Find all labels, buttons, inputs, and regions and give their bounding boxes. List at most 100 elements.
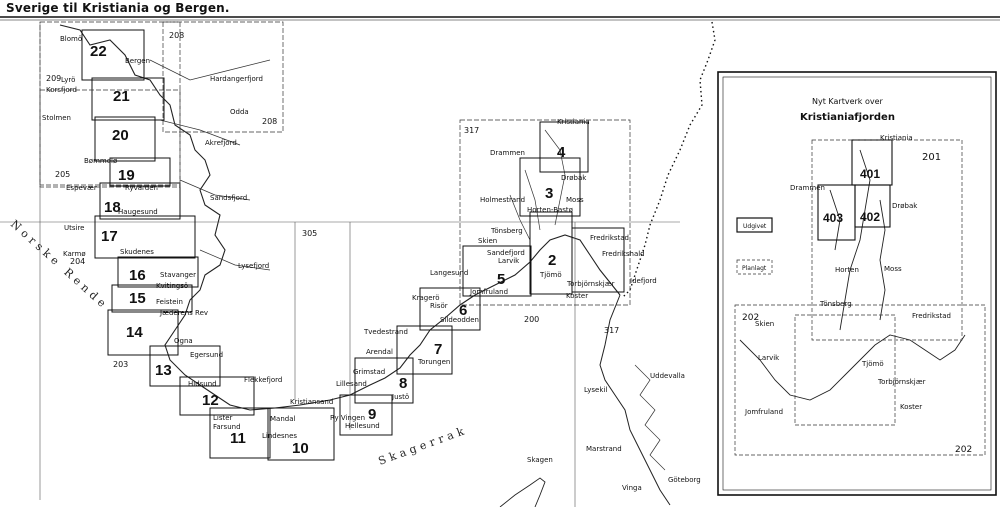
place-arendal: Arendal [366,348,393,356]
place-farsund: Farsund [213,423,241,431]
sheet-11: 11 [230,430,246,447]
map-title: Sverige til Kristiania og Bergen. [6,1,230,15]
sheet-outlines [81,29,625,461]
sheet-9: 9 [368,406,376,423]
inset-sheets [817,139,893,241]
place-kristiania: Kristiania [557,118,590,126]
inset-tonsberg: Tönsberg [819,300,852,308]
place-holmestrand: Holmestrand [480,196,525,204]
place-sandefjord: Sandefjord [487,249,525,257]
inset-larvik: Larvik [758,354,780,362]
sheet-10: 10 [292,440,309,457]
place-bergen: Bergen [125,57,150,65]
legend-planned: Planlagt [742,265,767,272]
inset-moss: Moss [884,265,902,273]
inset-kristiania: Kristiania [880,134,913,142]
sheet-8: 8 [399,375,407,392]
index-204: 204 [70,257,85,266]
inset-title: Nyt Kartverk over [812,97,884,106]
place-drammen: Drammen [490,149,525,157]
place-langesund: Langesund [430,269,468,277]
inset-frame [717,71,997,496]
inset-202-bottom: 202 [955,445,972,455]
index-outlines [39,21,631,306]
place-sildeodden: Sildeodden [440,316,479,324]
skagen-point [499,477,546,507]
place-horten: Horten-Bastø [527,206,574,214]
place-flekkefjord: Flekkefjord [244,376,282,384]
place-stavanger: Stavanger [160,271,196,279]
place-lysefjord: Lysefjord [238,262,269,270]
inset-201: 201 [922,152,941,163]
place-justo: Justö [391,393,409,401]
inset-drammen: Drammen [790,184,825,192]
sheet-4: 4 [557,144,566,161]
place-uddevalla: Uddevalla [650,372,685,380]
place-skudenes: Skudenes [120,248,154,256]
legend-published: Udgivet [743,223,767,230]
place-lillesand: Lillesand [336,380,367,388]
index-305: 305 [302,229,317,238]
sheet-19: 19 [118,167,135,184]
place-hardangerfjord: Hardangerfjord [210,75,263,83]
place-feistein: Feistein [156,298,183,306]
place-mandal: Mandal [270,415,295,423]
place-tvedestrand: Tvedestrand [363,328,408,336]
index-205: 205 [55,170,70,179]
place-ryvingen: Ry Vingen [330,414,365,422]
sweden-coastline [599,294,671,506]
sheet-5: 5 [497,271,505,288]
inset-coastline [739,149,966,401]
inset-drobak: Drøbak [892,202,918,210]
place-lindesnes: Lindesnes [262,432,297,440]
place-kristiansand: Kristiansand [290,398,333,406]
sheet-13: 13 [155,362,172,379]
place-espevaer: Espevær [66,184,97,192]
place-sandsfjord: Sandsfjord [210,194,247,202]
place-torbjorn: Torbjörnskjær [566,280,615,288]
place-karmo: Karmø [63,250,86,258]
sheet-3: 3 [545,185,553,202]
inset-horten: Horten [835,266,859,274]
sheet-numbers: 4 3 2 5 6 7 8 9 10 11 12 13 14 15 16 17 … [90,43,566,457]
sheet-20: 20 [112,127,129,144]
inset-planned-sheets [734,139,986,456]
index-200: 200 [524,315,539,324]
place-lister: Lister [213,414,233,422]
place-odda: Odda [230,108,249,116]
inset-sheet-402: 402 [860,210,880,224]
place-torungen: Torungen [417,358,450,366]
inset-map: Nyt Kartverk over Kristianiafjorden 401 … [734,97,986,456]
index-numbers: 317 317 305 200 203 204 205 208 208 209 [46,31,619,369]
place-labels: Kristiania Drammen Drøbak Holmestrand Mo… [42,35,701,492]
place-marstrand: Marstrand [586,445,622,453]
sea-label-skagerrak: Skagerrak [377,423,470,467]
place-drobak: Drøbak [561,174,587,182]
sheet-16: 16 [129,267,146,284]
place-blomo: Blomö [60,35,82,43]
sheet-17: 17 [101,228,118,245]
place-kragero: Kragerö [412,294,440,302]
place-lyro: Lyrö [61,76,75,84]
index-317-bottom: 317 [604,326,619,335]
sheet-14: 14 [126,324,143,341]
place-utsire: Utsire [64,224,85,232]
place-stolmen: Stolmen [42,114,71,122]
inset-subtitle: Kristianiafjorden [800,112,895,123]
place-fredrikshald: Fredrikshald [602,250,645,258]
inset-torbjorn: Torbjörnskjær [877,378,926,386]
place-goteborg: Göteborg [668,476,701,484]
place-korsfjord: Korsfjord [46,86,77,94]
place-ryvarden: Ryvarden [125,184,158,192]
place-ogna: Ogna [174,337,193,345]
place-bommelo: Bømmelø [84,157,118,165]
place-fredrikstad: Fredrikstad [590,234,629,242]
sheet-12: 12 [202,392,219,409]
place-moss: Moss [566,196,584,204]
place-tjome: Tjömö [539,271,562,279]
inset-fredrikstad: Fredrikstad [912,312,951,320]
place-skien: Skien [478,237,497,245]
place-haugesund: Haugesund [118,208,158,216]
index-209: 209 [46,74,61,83]
